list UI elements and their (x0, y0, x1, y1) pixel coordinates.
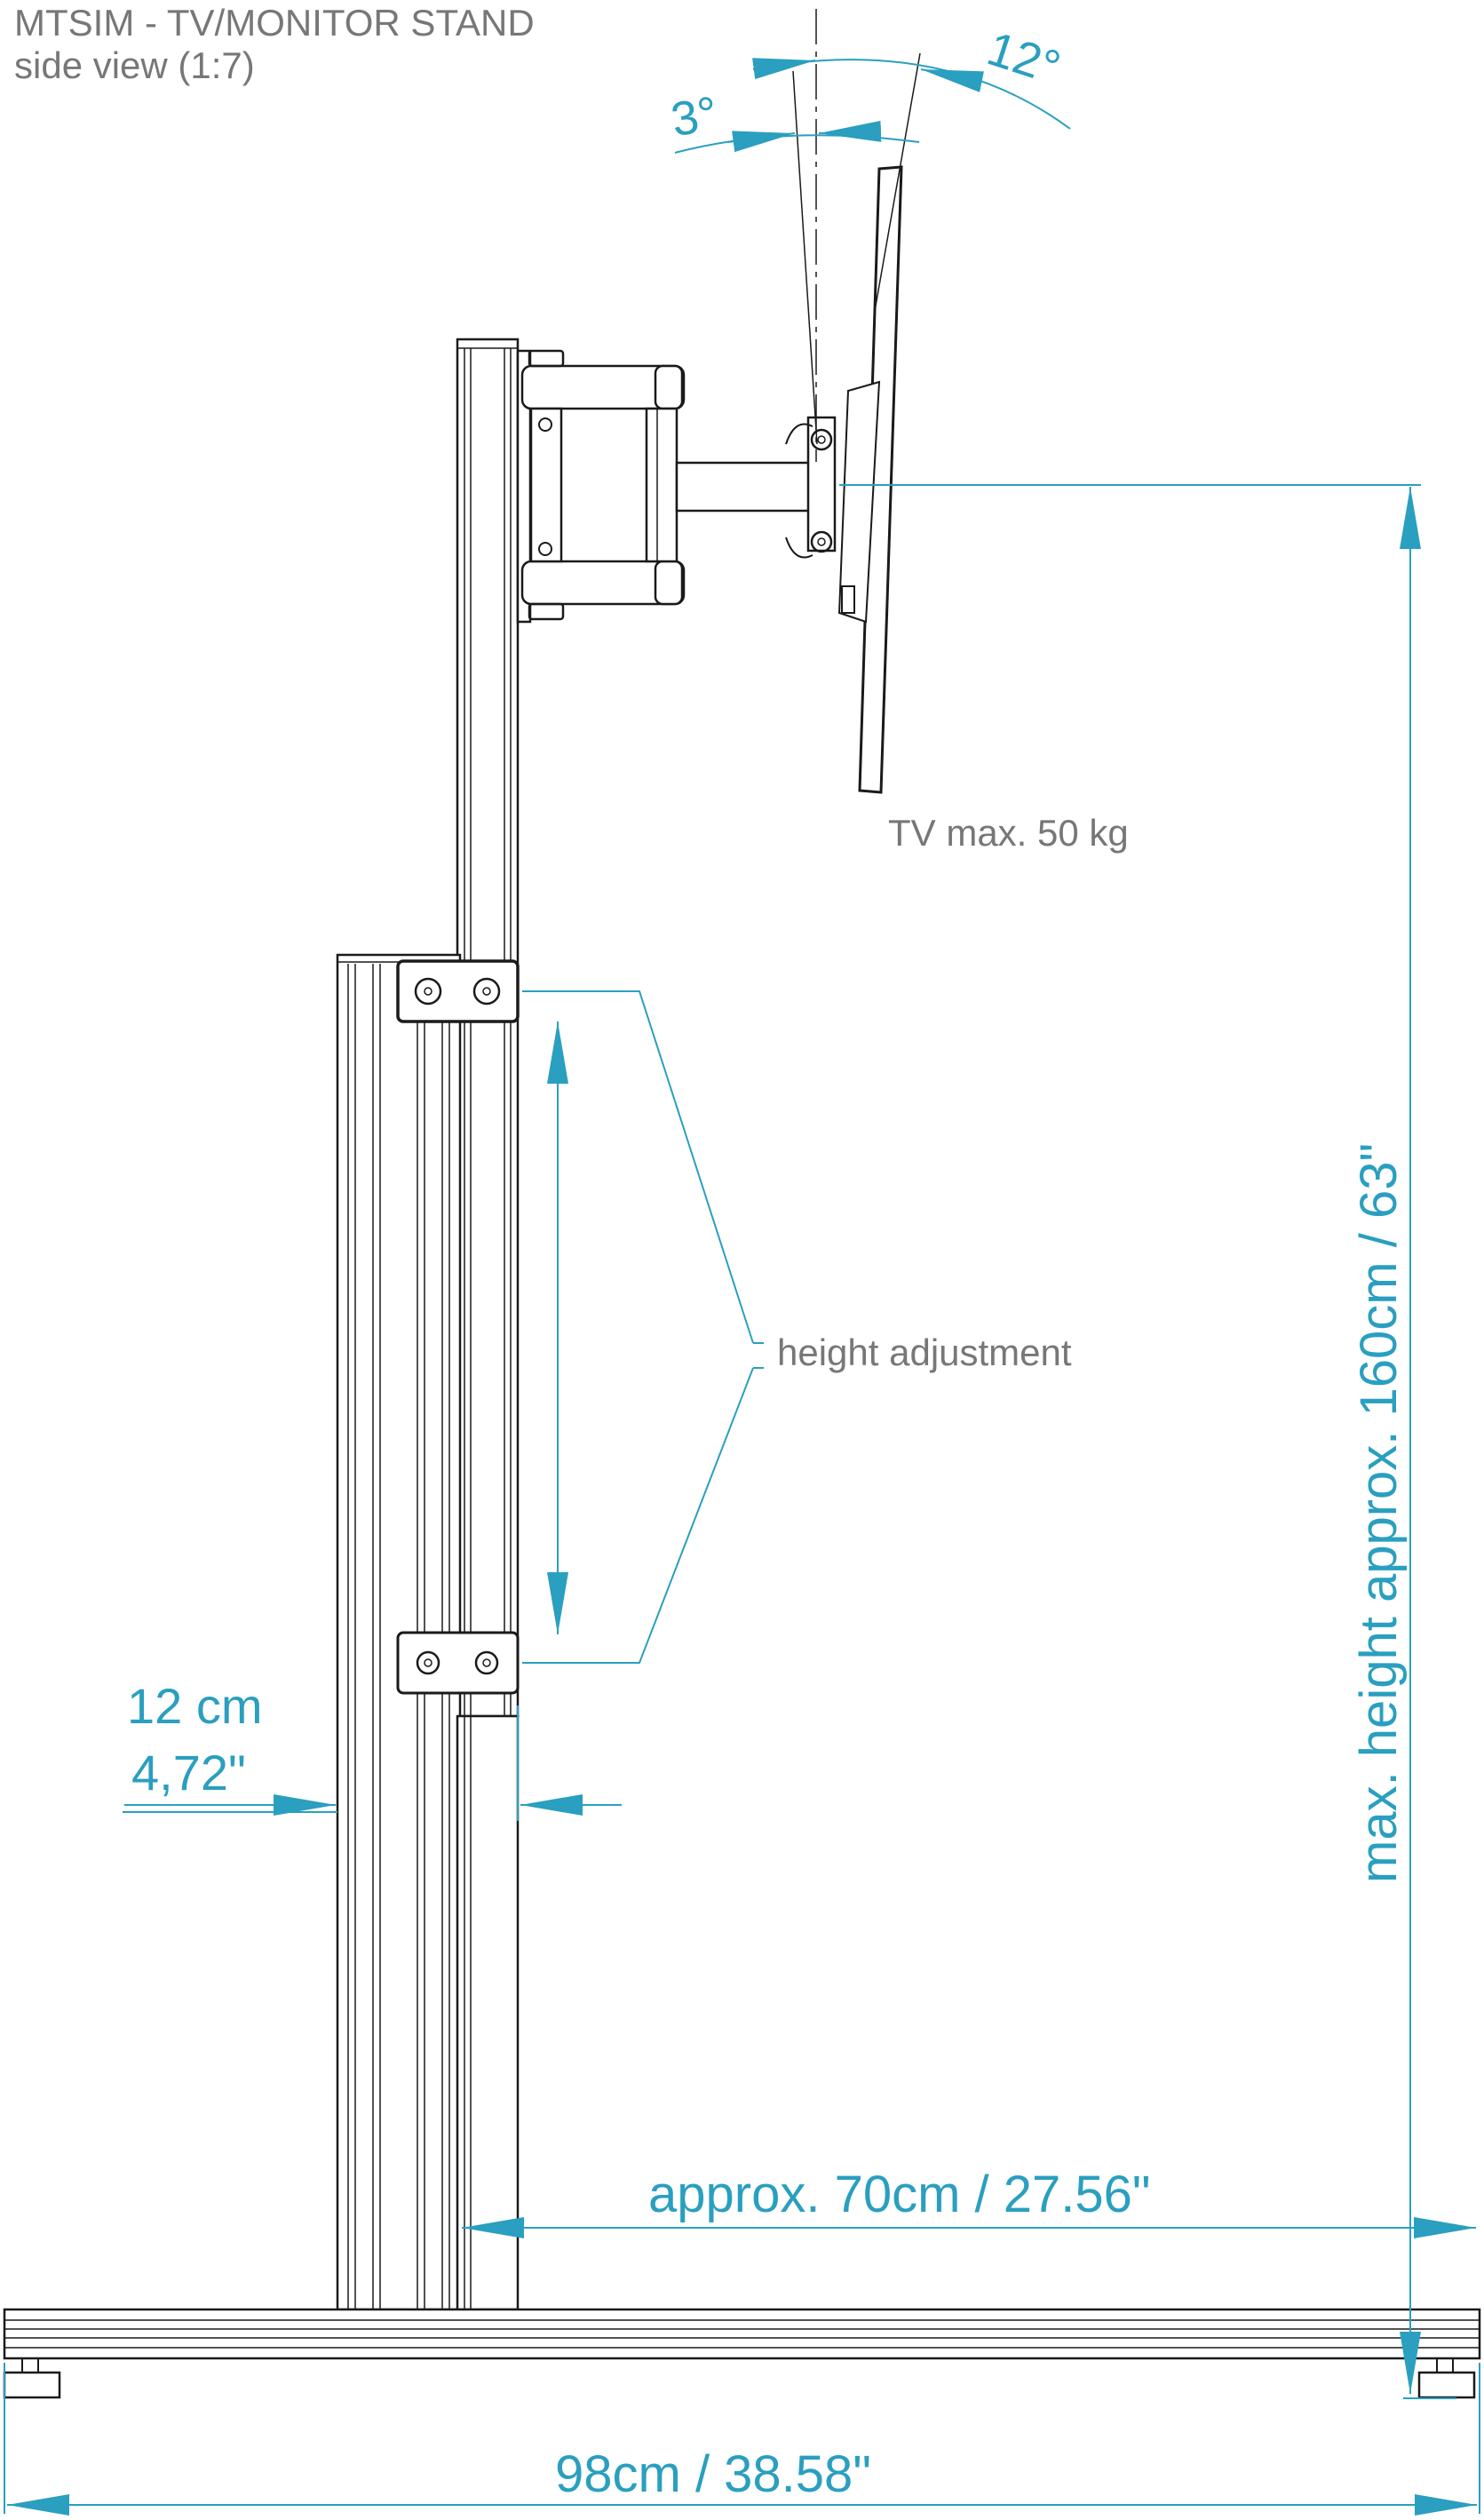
upper-column-lower-section (456, 1714, 520, 2311)
tv-max-load-label: TV max. 50 kg (888, 812, 1129, 854)
tilt-arrow-back-a (752, 58, 816, 80)
height-adjust-leader-bottom (522, 1367, 754, 1664)
column-offset-cm-label: 12 cm (127, 1678, 263, 1734)
foot-left (3, 2357, 61, 2399)
height-adjustment-label: height adjustment (777, 1332, 1072, 1373)
base-length-label: 98cm / 38.58" (555, 2445, 871, 2503)
tilt-reference-back (874, 52, 921, 312)
tilt-forward-label: 3° (667, 86, 721, 147)
base-bar (3, 2308, 1481, 2360)
base-depth-label: approx. 70cm / 27.56" (648, 2166, 1150, 2223)
upper-column (456, 338, 520, 1718)
tilt-arrow-forward-b (818, 120, 882, 142)
tilt-reference-forward (792, 70, 818, 445)
tv-panel (837, 165, 903, 794)
height-clamp-top (396, 959, 520, 1023)
height-adjust-leader-top (522, 990, 754, 1344)
tilt-back-label: 12° (981, 22, 1067, 95)
height-clamp-bottom (396, 1631, 520, 1695)
max-height-label: max. height approx. 160cm / 63" (1350, 1143, 1408, 1883)
column-offset-in-label: 4,72" (131, 1745, 246, 1801)
stand-line-art (3, 165, 1481, 2399)
drawing-title-block: MTSIM - TV/MONITOR STAND side view (1:7) (14, 2, 535, 87)
tv-mount-bracket (516, 349, 837, 624)
drawing-title: MTSIM - TV/MONITOR STAND (14, 2, 535, 44)
tilt-arrow-back-b (920, 68, 984, 92)
dimension-graphics (4, 9, 1480, 2516)
tilt-arrow-forward-a (727, 131, 796, 153)
foot-right (1417, 2357, 1476, 2399)
drawing-subtitle: side view (1:7) (14, 44, 255, 86)
